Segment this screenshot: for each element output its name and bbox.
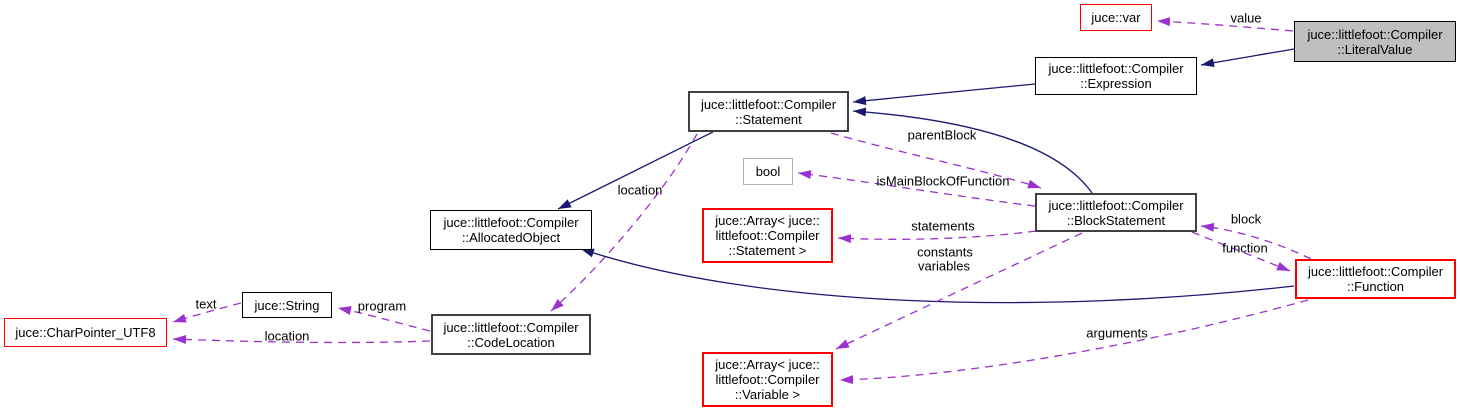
- node-allocated-object[interactable]: juce::littlefoot::Compiler ::AllocatedOb…: [430, 210, 592, 250]
- node-label-line: juce::littlefoot::Compiler: [1307, 264, 1444, 279]
- edge-label-parentblock: parentBlock: [907, 127, 977, 143]
- edge-usage-statements: [837, 230, 1037, 244]
- edge-usage-program: [337, 306, 431, 332]
- edge-label-variables: variables: [917, 258, 971, 274]
- edge-usage-constants-variables: [835, 232, 1083, 350]
- edge-label-text: text: [195, 296, 217, 312]
- node-label-line: juce::littlefoot::Compiler: [1048, 197, 1184, 213]
- node-label-line: ::AllocatedObject: [461, 230, 561, 245]
- node-label-line: ::Function: [1346, 279, 1405, 294]
- node-label-line: ::CodeLocation: [467, 334, 555, 350]
- edge-label-function: function: [1222, 240, 1268, 256]
- edge-label-location-codelocation: location: [264, 328, 310, 344]
- node-label-line: ::Statement: [735, 111, 802, 127]
- node-array-statement: juce::Array< juce:: littlefoot::Compiler…: [702, 208, 833, 263]
- node-label-line: ::BlockStatement: [1066, 212, 1166, 228]
- node-label-line: ::Variable >: [734, 387, 801, 402]
- node-label-line: juce::Array< juce::: [715, 213, 820, 228]
- node-function: juce::littlefoot::Compiler ::Function: [1295, 259, 1456, 299]
- edge-label-block: block: [1230, 211, 1262, 227]
- node-label-line: littlefoot::Compiler: [715, 372, 820, 387]
- edge-usage-arguments: [839, 299, 1309, 385]
- edge-label-value: value: [1230, 10, 1262, 26]
- edge-usage-parentblock: [830, 132, 1042, 189]
- node-label-line: juce::littlefoot::Compiler: [443, 319, 579, 335]
- edge-usage-block: [1200, 222, 1312, 260]
- node-label-line: juce::littlefoot::Compiler: [443, 215, 579, 230]
- node-block-statement[interactable]: juce::littlefoot::Compiler ::BlockStatem…: [1035, 193, 1197, 232]
- edge-inherit-literalvalue-expression: [1200, 48, 1295, 68]
- node-juce-var: juce::var: [1080, 4, 1152, 31]
- node-label-line: juce::littlefoot::Compiler: [700, 96, 837, 112]
- node-label: juce::var: [1091, 10, 1141, 25]
- node-bool: bool: [743, 158, 793, 185]
- node-label-line: ::LiteralValue: [1337, 41, 1413, 57]
- node-label-line: ::Expression: [1080, 76, 1152, 91]
- node-label-line: juce::littlefoot::Compiler: [1307, 26, 1443, 42]
- node-expression[interactable]: juce::littlefoot::Compiler ::Expression: [1035, 57, 1197, 95]
- edge-usage-location-statement: [550, 133, 698, 312]
- node-label: bool: [755, 164, 781, 179]
- edge-inherit-expression-statement: [852, 83, 1036, 106]
- node-label: juce::CharPointer_UTF8: [15, 325, 156, 340]
- node-label-line: juce::Array< juce::: [715, 357, 820, 372]
- edge-label-constants: constants: [917, 244, 973, 260]
- edge-usage-value: [1156, 17, 1294, 32]
- node-juce-string[interactable]: juce::String: [242, 292, 332, 318]
- edge-inherit-function-allocatedobject: [580, 248, 1295, 304]
- edge-label-statements: statements: [911, 218, 975, 234]
- edge-usage-location-codelocation: [172, 334, 431, 344]
- node-code-location[interactable]: juce::littlefoot::Compiler ::CodeLocatio…: [431, 314, 591, 355]
- node-array-variable: juce::Array< juce:: littlefoot::Compiler…: [702, 352, 833, 407]
- edge-inherit-blockstatement-statement: [852, 107, 1093, 194]
- edge-label-arguments: arguments: [1086, 325, 1148, 341]
- node-literal-value: juce::littlefoot::Compiler ::LiteralValu…: [1294, 21, 1456, 62]
- edge-inherit-statement-allocatedobject: [557, 131, 714, 210]
- node-char-pointer-utf8: juce::CharPointer_UTF8: [4, 318, 167, 347]
- edge-label-program: program: [357, 298, 407, 314]
- edge-usage-text: [172, 302, 242, 323]
- node-label: juce::String: [254, 297, 320, 313]
- edge-usage-ismainblockoffunction: [797, 170, 1036, 207]
- node-statement[interactable]: juce::littlefoot::Compiler ::Statement: [688, 91, 849, 132]
- node-label-line: littlefoot::Compiler: [715, 228, 820, 243]
- edge-label-ismainblockoffunction: isMainBlockOfFunction: [876, 173, 1010, 189]
- node-label-line: juce::littlefoot::Compiler: [1048, 61, 1184, 76]
- edge-label-location-statement: location: [617, 182, 663, 198]
- node-label-line: ::Statement >: [728, 243, 807, 258]
